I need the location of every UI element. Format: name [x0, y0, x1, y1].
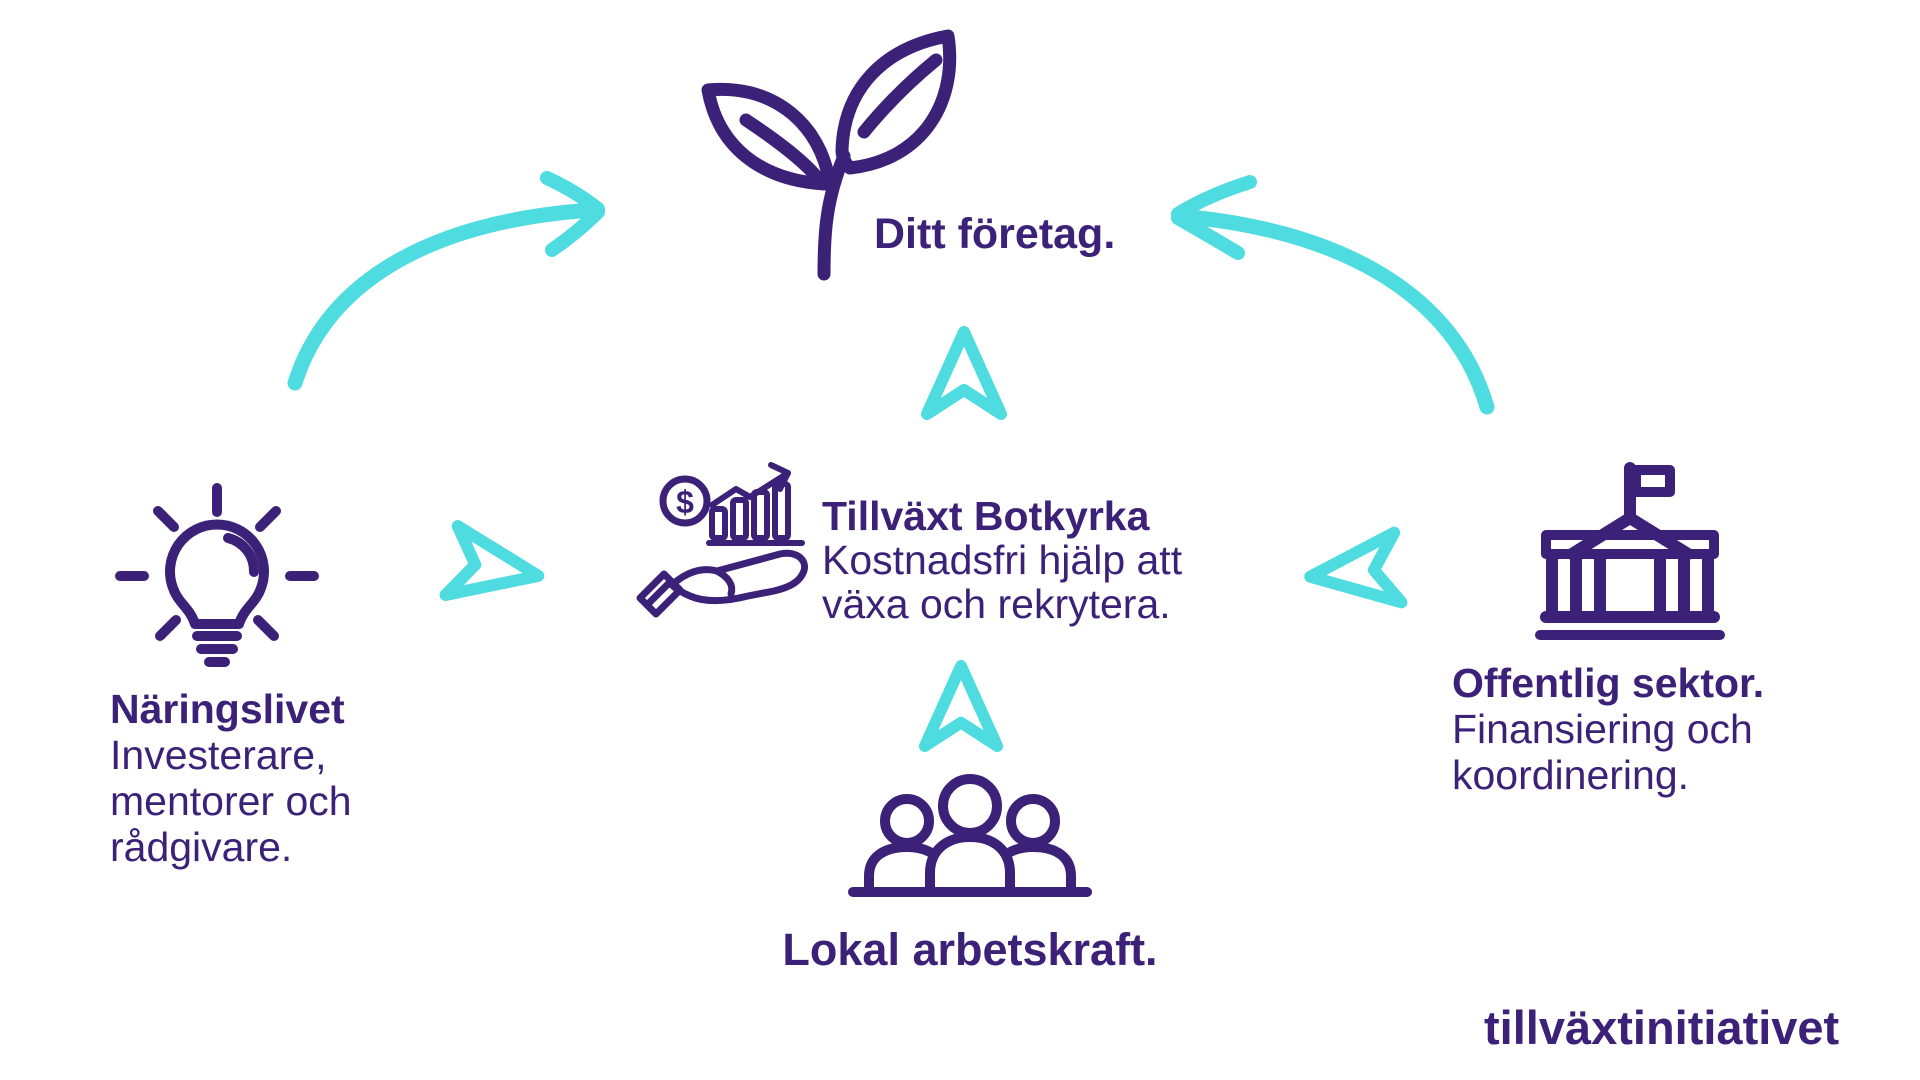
business-desc-line: mentorer och	[110, 778, 352, 824]
logo-text: tillväxtinitiativet	[1484, 1001, 1840, 1054]
chevron-arrow-workforce-to-hub-icon	[916, 658, 1006, 754]
lightbulb-icon	[114, 478, 324, 683]
hub-title: Tillväxt Botkyrka	[822, 493, 1150, 539]
company-label: Ditt företag.	[874, 210, 1116, 258]
people-group-icon	[845, 770, 1095, 900]
business-title: Näringslivet	[110, 686, 345, 732]
workforce-label: Lokal arbetskraft.	[782, 924, 1158, 975]
hub-text-block: Tillväxt Botkyrka Kostnadsfri hjälp att …	[822, 494, 1182, 626]
public-sector-desc-line: Finansiering och	[1452, 706, 1753, 752]
public-sector-text-block: Offentlig sektor. Finansiering och koord…	[1452, 660, 1764, 798]
curved-arrow-business-to-company-icon	[270, 160, 630, 400]
hub-desc-line: växa och rekrytera.	[822, 581, 1171, 627]
hand-growth-chart-icon: $	[632, 462, 822, 627]
curved-arrow-public-sector-to-company-icon	[1162, 166, 1506, 418]
business-desc-line: Investerare,	[110, 732, 327, 778]
government-building-icon	[1535, 460, 1725, 642]
public-sector-title: Offentlig sektor.	[1452, 660, 1765, 706]
chevron-arrow-public-sector-to-hub-icon	[1298, 523, 1413, 622]
chevron-arrow-business-to-hub-icon	[434, 515, 554, 620]
business-desc-line: rådgivare.	[110, 824, 293, 870]
business-text-block: Näringslivet Investerare, mentorer och r…	[110, 686, 352, 870]
dollar-symbol: $	[676, 484, 694, 520]
seedling-icon	[698, 28, 970, 281]
public-sector-desc-line: koordinering.	[1452, 752, 1690, 798]
chevron-arrow-hub-to-company-icon	[918, 324, 1010, 422]
hub-desc-line: Kostnadsfri hjälp att	[822, 537, 1183, 583]
